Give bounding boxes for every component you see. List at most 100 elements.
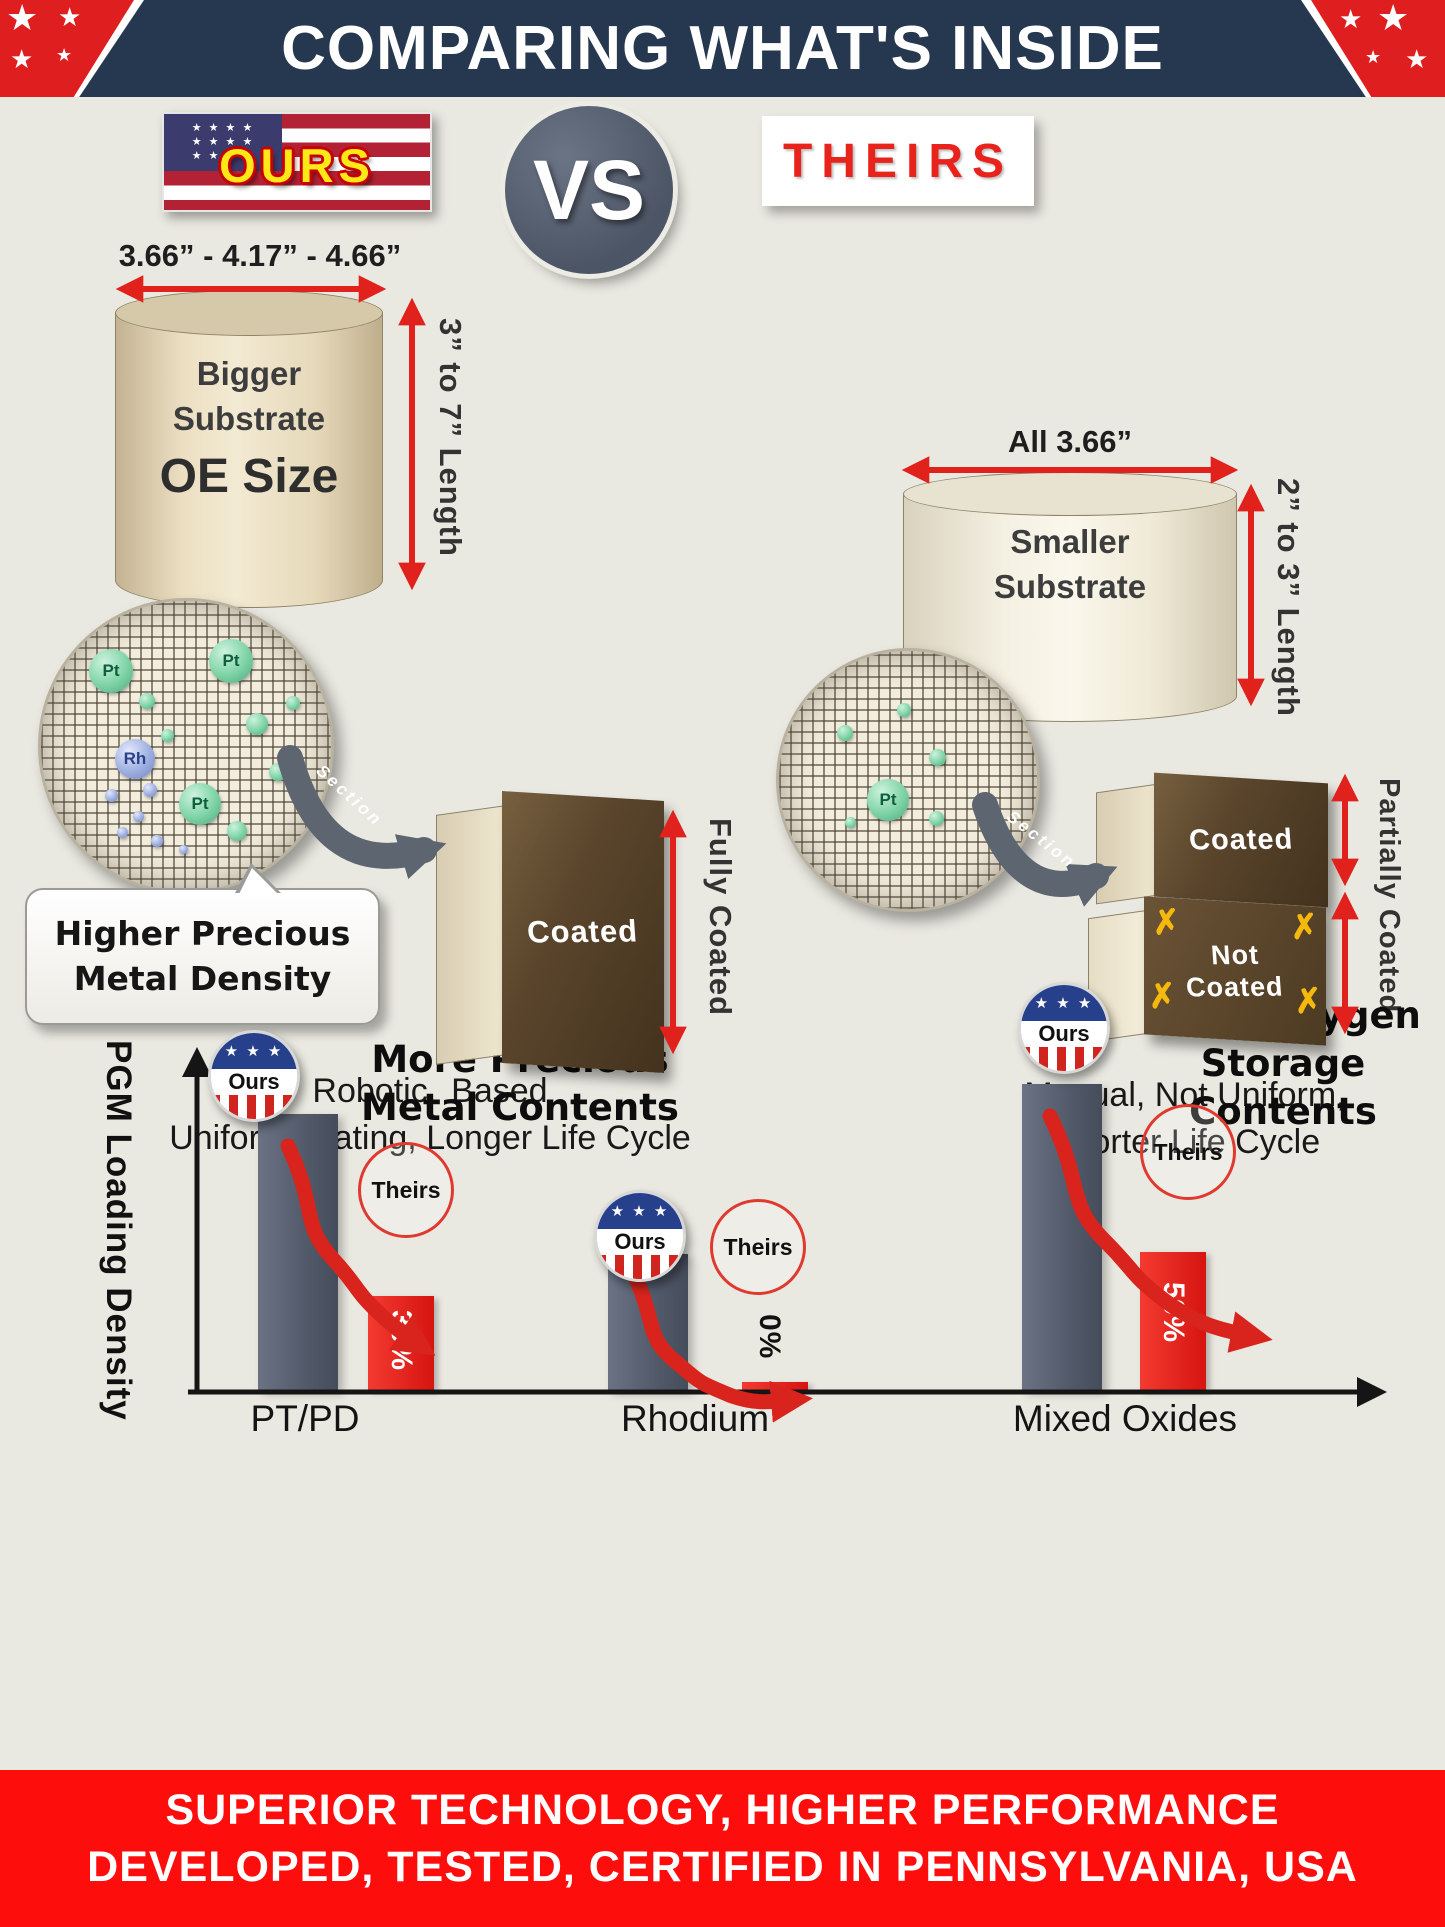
particle-dot xyxy=(227,821,247,841)
substrate-line: Bigger xyxy=(196,355,302,392)
particle-dot xyxy=(117,827,128,838)
theirs-not-coated-section-box: ✗ ✗ ✗ ✗ Not Coated xyxy=(1088,896,1326,1046)
theirs-marker-label: Theirs xyxy=(723,1233,793,1260)
fully-coated-label: Fully Coated xyxy=(703,818,738,1017)
coated-label: Coated xyxy=(526,913,640,950)
x-mark-icon: ✗ xyxy=(1292,981,1325,1022)
precious-metal-density-callout: Higher Precious Metal Density xyxy=(25,862,380,1026)
substrate-line: Smaller xyxy=(1010,523,1130,560)
bar-theirs-rhodium xyxy=(742,1382,808,1390)
ours-substrate-magnifier: Pt Pt Pt Rh xyxy=(38,598,334,894)
x-mark-icon: ✗ xyxy=(1150,903,1183,943)
theirs-marker: Theirs xyxy=(1140,1104,1236,1200)
canton-stars-row: ★ ★ ★ ★ xyxy=(191,122,255,134)
pt-label: Pt xyxy=(191,794,209,813)
pt-label: Pt xyxy=(102,661,120,680)
bar-value-label: 0% xyxy=(753,1314,786,1360)
cylinder-top xyxy=(903,472,1237,516)
theirs-banner: THEIRS xyxy=(762,116,1034,206)
annotation-line: Metal Contents xyxy=(361,1086,679,1130)
partially-coated-label: Partially Coated xyxy=(1373,778,1405,1014)
x-category-label: Mixed Oxides xyxy=(1012,1398,1238,1439)
cylinder-top xyxy=(115,290,383,336)
pt-label: Pt xyxy=(879,790,897,809)
box-front-face: Coated xyxy=(1154,772,1328,908)
star-icon: ★ xyxy=(1405,44,1429,74)
ours-badge: ★ ★ ★ Ours xyxy=(1018,982,1110,1074)
star-icon: ★ xyxy=(1365,47,1382,67)
ours-substrate-cylinder: Bigger Substrate OE Size xyxy=(115,290,383,608)
particle-dot xyxy=(929,749,946,766)
oe-size-label: OE Size xyxy=(159,450,339,504)
particle-dot xyxy=(151,835,163,847)
x-mark-icon: ✗ xyxy=(1288,907,1321,947)
star-icon: ★ xyxy=(58,2,82,32)
star-icon: ★ xyxy=(1377,0,1410,38)
theirs-marker: Theirs xyxy=(710,1199,806,1295)
particle-dot xyxy=(133,811,144,822)
callout-line: Metal Density xyxy=(73,958,332,998)
caption-line: Robotic Based xyxy=(312,1072,548,1110)
box-side-face xyxy=(1096,783,1158,905)
x-category-label: PT/PD xyxy=(250,1398,360,1439)
particle-dot xyxy=(179,845,188,854)
theirs-substrate-magnifier: Pt xyxy=(776,648,1040,912)
theirs-diameter-text: All 3.66” xyxy=(1007,424,1133,459)
rh-label: Rh xyxy=(123,749,147,768)
pt-particle: Pt xyxy=(89,649,133,693)
particle-dot xyxy=(286,696,300,710)
bar-value-label: 50% xyxy=(1157,1282,1190,1343)
x-category-label: Rhodium xyxy=(620,1398,770,1439)
header-banner: COMPARING WHAT'S INSIDE xyxy=(0,0,1445,97)
bar-theirs-mixed-oxides: 50% xyxy=(1140,1252,1206,1390)
bar-theirs-ptpd: 30% xyxy=(368,1296,434,1390)
particle-dot xyxy=(161,729,174,742)
badge-label: Ours xyxy=(211,1069,297,1095)
particle-dot xyxy=(143,783,157,797)
not-coated-label-line: Coated xyxy=(1185,971,1285,1003)
ours-substrate-text: Bigger Substrate OE Size xyxy=(115,352,383,504)
pt-label: Pt xyxy=(222,651,240,670)
canton-stars-row: ★ ★ ★ ★ xyxy=(191,136,255,148)
ours-diameter-text: 3.66” - 4.17” - 4.66” xyxy=(118,238,402,273)
ours-flag-banner: ★ ★ ★ ★ ★ ★ ★ ★ ★ ★ ★ ★ OURS xyxy=(162,112,432,212)
badge-stars: ★ ★ ★ xyxy=(211,1033,297,1070)
theirs-label: THEIRS xyxy=(782,134,1013,188)
y-axis-label: PGM Loading Density xyxy=(99,1040,138,1421)
ours-badge: ★ ★ ★ Ours xyxy=(594,1190,686,1282)
box-side-face xyxy=(436,805,506,1065)
star-icon: ★ xyxy=(56,45,73,65)
pt-particle: Pt xyxy=(209,639,253,683)
ours-coated-section-box: Coated xyxy=(436,791,664,1073)
bar-ours-ptpd xyxy=(258,1114,338,1390)
substrate-line: Substrate xyxy=(172,399,326,437)
box-front-face: Coated xyxy=(502,791,664,1073)
ours-badge: ★ ★ ★ Ours xyxy=(208,1030,300,1122)
substrate-line: Substrate xyxy=(993,567,1147,605)
star-icon: ★ xyxy=(10,44,34,74)
footer-banner: SUPERIOR TECHNOLOGY, HIGHER PERFORMANCE … xyxy=(0,1770,1445,1927)
footer-line: SUPERIOR TECHNOLOGY, HIGHER PERFORMANCE xyxy=(165,1786,1280,1834)
particle-dot xyxy=(269,763,287,781)
bar-ours-mixed-oxides xyxy=(1022,1084,1102,1390)
particle-dot xyxy=(929,811,944,826)
star-icon: ★ xyxy=(6,0,39,38)
theirs-length-label: 2” to 3” Length xyxy=(1271,478,1306,717)
particle-dot xyxy=(105,789,118,802)
cylinder-body xyxy=(115,313,383,608)
pt-particle: Pt xyxy=(867,779,909,821)
theirs-marker-label: Theirs xyxy=(371,1176,441,1203)
theirs-substrate-text: Smaller Substrate xyxy=(903,520,1237,609)
theirs-marker: Theirs xyxy=(358,1142,454,1238)
footer-line: DEVELOPED, TESTED, CERTIFIED IN PENNSYLV… xyxy=(87,1843,1358,1891)
pt-particle: Pt xyxy=(179,783,221,825)
theirs-marker-label: Theirs xyxy=(1153,1138,1223,1165)
badge-stripes xyxy=(1021,1046,1107,1071)
particle-dot xyxy=(139,693,155,709)
flag-canton: ★ ★ ★ ★ ★ ★ ★ ★ ★ ★ ★ ★ xyxy=(164,114,282,171)
ours-label: OURS xyxy=(219,139,375,192)
badge-label: Ours xyxy=(597,1229,683,1255)
coated-label: Coated xyxy=(1187,823,1295,857)
badge-label: Ours xyxy=(1021,1021,1107,1047)
vs-badge: VS xyxy=(505,106,673,274)
